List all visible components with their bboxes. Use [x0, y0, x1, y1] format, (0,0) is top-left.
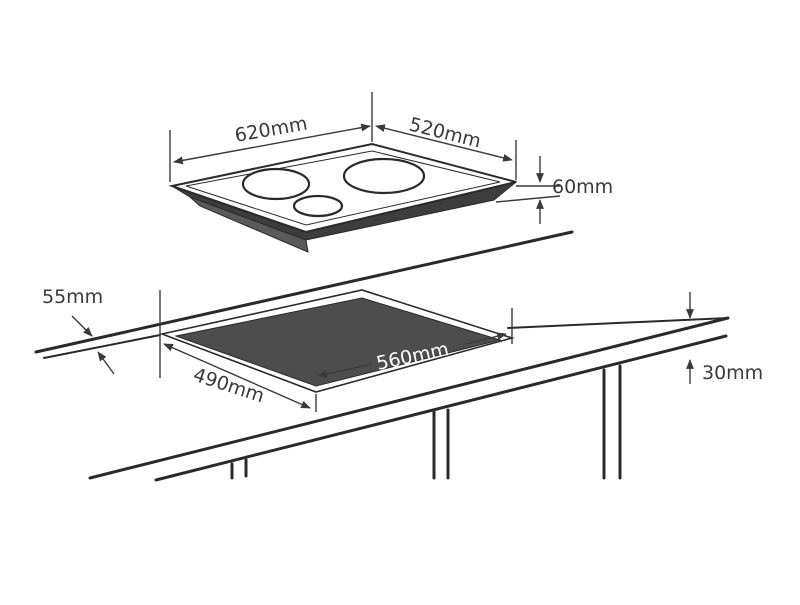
cooktop-glass-top [168, 142, 517, 234]
dim-arrow-clearance-top [71, 315, 93, 337]
dim-arrow-cutout-width-left [317, 363, 373, 378]
burner-left [241, 167, 311, 201]
worktop-front-edge-top [88, 316, 730, 480]
burner-small [292, 194, 344, 218]
burner-right [342, 157, 426, 195]
ext-line-height-bottom [495, 195, 561, 203]
cooktop [168, 142, 518, 253]
dim-arrow-cutout-width-right [465, 332, 507, 345]
cooktop-body-front [189, 196, 309, 253]
dim-arrow-cutout-depth [163, 343, 311, 409]
dim-arrow-depth [375, 124, 513, 162]
dim-arrow-width [173, 123, 371, 165]
label-width: 620mm [233, 113, 309, 147]
dim-arrow-clearance-bottom [97, 351, 115, 375]
worktop-back-edge [34, 230, 574, 354]
worktop-front-edge-bottom [154, 334, 728, 482]
worktop-right-edge [507, 317, 729, 329]
label-height: 60mm [552, 176, 613, 198]
label-cutout-depth: 490mm [190, 364, 267, 408]
worktop-left-underside [43, 334, 161, 359]
label-depth: 520mm [407, 114, 483, 153]
label-worktop-thickness: 30mm [702, 362, 763, 384]
label-front-clearance: 55mm [42, 286, 103, 308]
